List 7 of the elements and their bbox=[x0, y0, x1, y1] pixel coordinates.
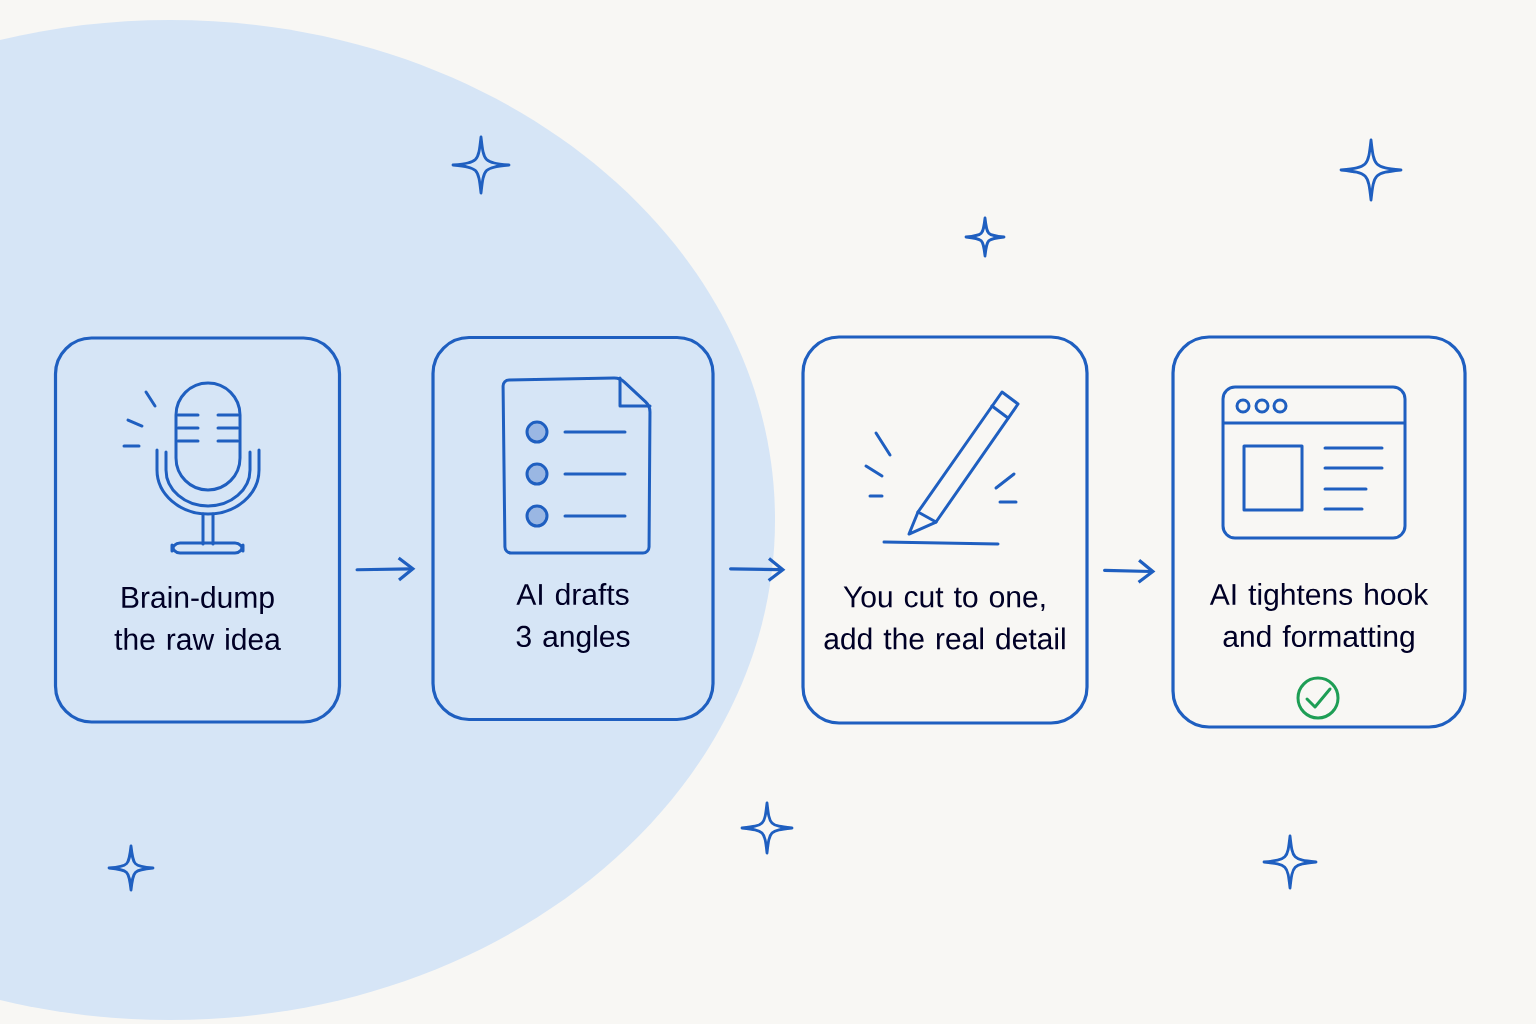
arrow bbox=[729, 557, 786, 582]
process-box: AI tightens hook and formatting bbox=[1171, 335, 1467, 729]
arrow bbox=[355, 556, 416, 582]
process-box: Brain-dump the raw idea bbox=[53, 336, 342, 724]
arrow bbox=[1103, 559, 1156, 584]
process-box: AI drafts 3 angles bbox=[431, 335, 715, 722]
process-box: You cut to one, add the real detail bbox=[801, 335, 1089, 725]
